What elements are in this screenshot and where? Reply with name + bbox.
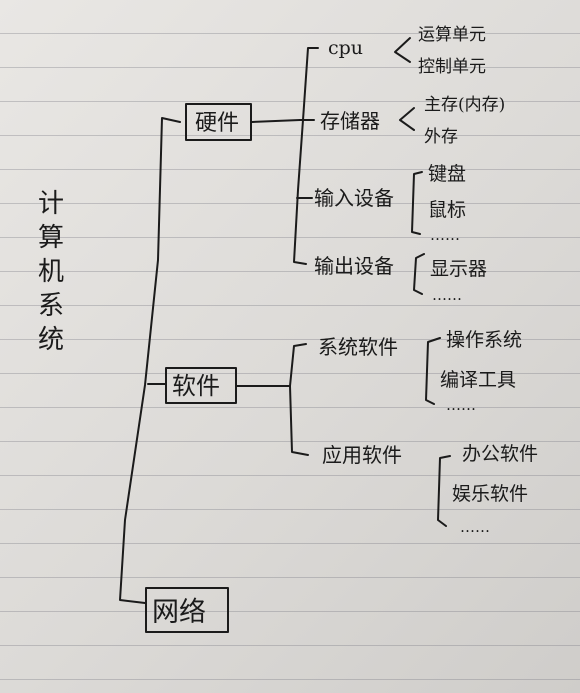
root-char-5: 统 bbox=[38, 325, 64, 355]
storage-angle bbox=[399, 107, 415, 131]
root-char-1: 计 bbox=[38, 189, 64, 219]
system-part-2: 编译工具 bbox=[440, 369, 516, 391]
input-part-2: 鼠标 bbox=[428, 199, 466, 221]
hardware-label: 硬件 bbox=[195, 111, 239, 136]
input-label: 输入设备 bbox=[314, 186, 394, 210]
system-part-1: 操作系统 bbox=[446, 329, 522, 351]
hardware-link bbox=[251, 119, 301, 123]
output-label: 输出设备 bbox=[314, 254, 394, 278]
cpu-part-2: 控制单元 bbox=[418, 57, 486, 77]
root-char-4: 系 bbox=[38, 291, 64, 321]
output-bracket bbox=[413, 253, 425, 295]
application-part-2: 娱乐软件 bbox=[452, 483, 528, 505]
root-label: 计 算 机 系 统 bbox=[38, 189, 64, 355]
storage-part-2: 外存 bbox=[424, 127, 458, 147]
system-part-3: …… bbox=[446, 396, 476, 414]
input-part-1: 键盘 bbox=[428, 163, 466, 185]
main-trunk-line bbox=[119, 117, 181, 604]
hardware-bracket bbox=[293, 47, 319, 265]
cpu-part-1: 运算单元 bbox=[418, 25, 486, 45]
cpu-angle bbox=[394, 37, 411, 63]
network-label: 网络 bbox=[152, 597, 206, 628]
cpu-label: cpu bbox=[328, 37, 363, 59]
system-bracket bbox=[425, 337, 441, 405]
storage-label: 存储器 bbox=[320, 109, 380, 133]
system-software-label: 系统软件 bbox=[318, 335, 398, 359]
application-part-3: …… bbox=[460, 518, 490, 536]
software-bracket bbox=[289, 343, 309, 456]
root-char-3: 机 bbox=[38, 257, 64, 287]
network-box bbox=[145, 587, 229, 633]
output-part-1: 显示器 bbox=[430, 258, 487, 280]
application-part-1: 办公软件 bbox=[462, 443, 538, 465]
output-part-2: …… bbox=[432, 286, 462, 304]
software-label: 软件 bbox=[172, 372, 220, 400]
storage-part-1: 主存(内存) bbox=[424, 95, 505, 115]
root-char-2: 算 bbox=[38, 223, 64, 253]
input-part-3: …… bbox=[430, 226, 460, 244]
application-software-label: 应用软件 bbox=[322, 443, 402, 467]
application-bracket bbox=[437, 455, 451, 527]
input-bracket bbox=[411, 171, 423, 235]
